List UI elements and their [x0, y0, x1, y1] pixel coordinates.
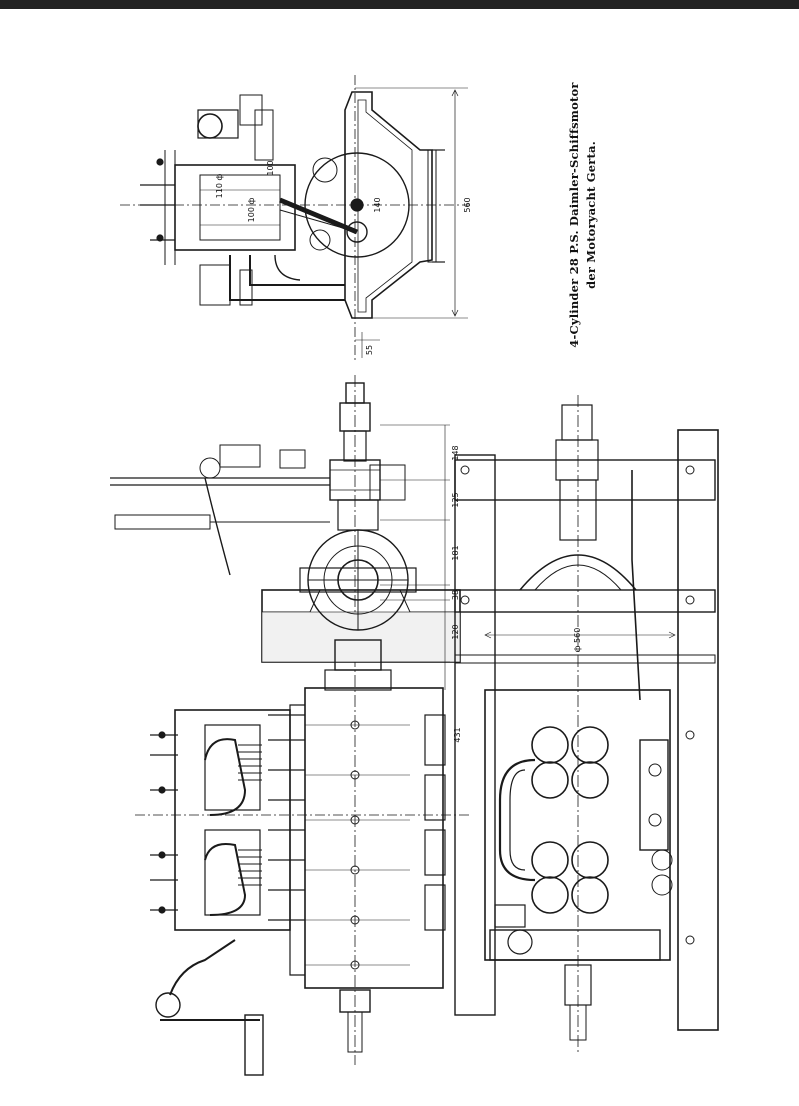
dim-110-text: 110 ф — [215, 174, 224, 199]
elevation-view — [110, 375, 470, 1076]
dim-148-text: 148 — [451, 445, 460, 460]
plan-view — [454, 395, 719, 1055]
dim-120-text: 120 — [451, 624, 460, 639]
dim-38-text: 38 — [451, 590, 460, 600]
dim-431-text: 431 — [453, 727, 462, 742]
dim-140-text: 140 — [373, 197, 382, 212]
dim-560dia-text: ф 560 — [573, 628, 582, 653]
dim-100a-text: 100 — [266, 160, 275, 175]
dim-100b-text: 100 ф — [247, 198, 256, 223]
cross-section-view — [120, 75, 470, 360]
top-border — [0, 0, 799, 9]
dim-181-text: 181 — [451, 545, 460, 560]
dim-560-text: 560 — [463, 197, 472, 212]
dimension-lines — [380, 424, 456, 788]
dim-55-text: 55 — [365, 345, 374, 355]
dimension-labels: 560 55 110 ф 100 140 100 ф 148 125 181 3… — [215, 160, 582, 742]
dim-125-text: 125 — [451, 492, 460, 507]
